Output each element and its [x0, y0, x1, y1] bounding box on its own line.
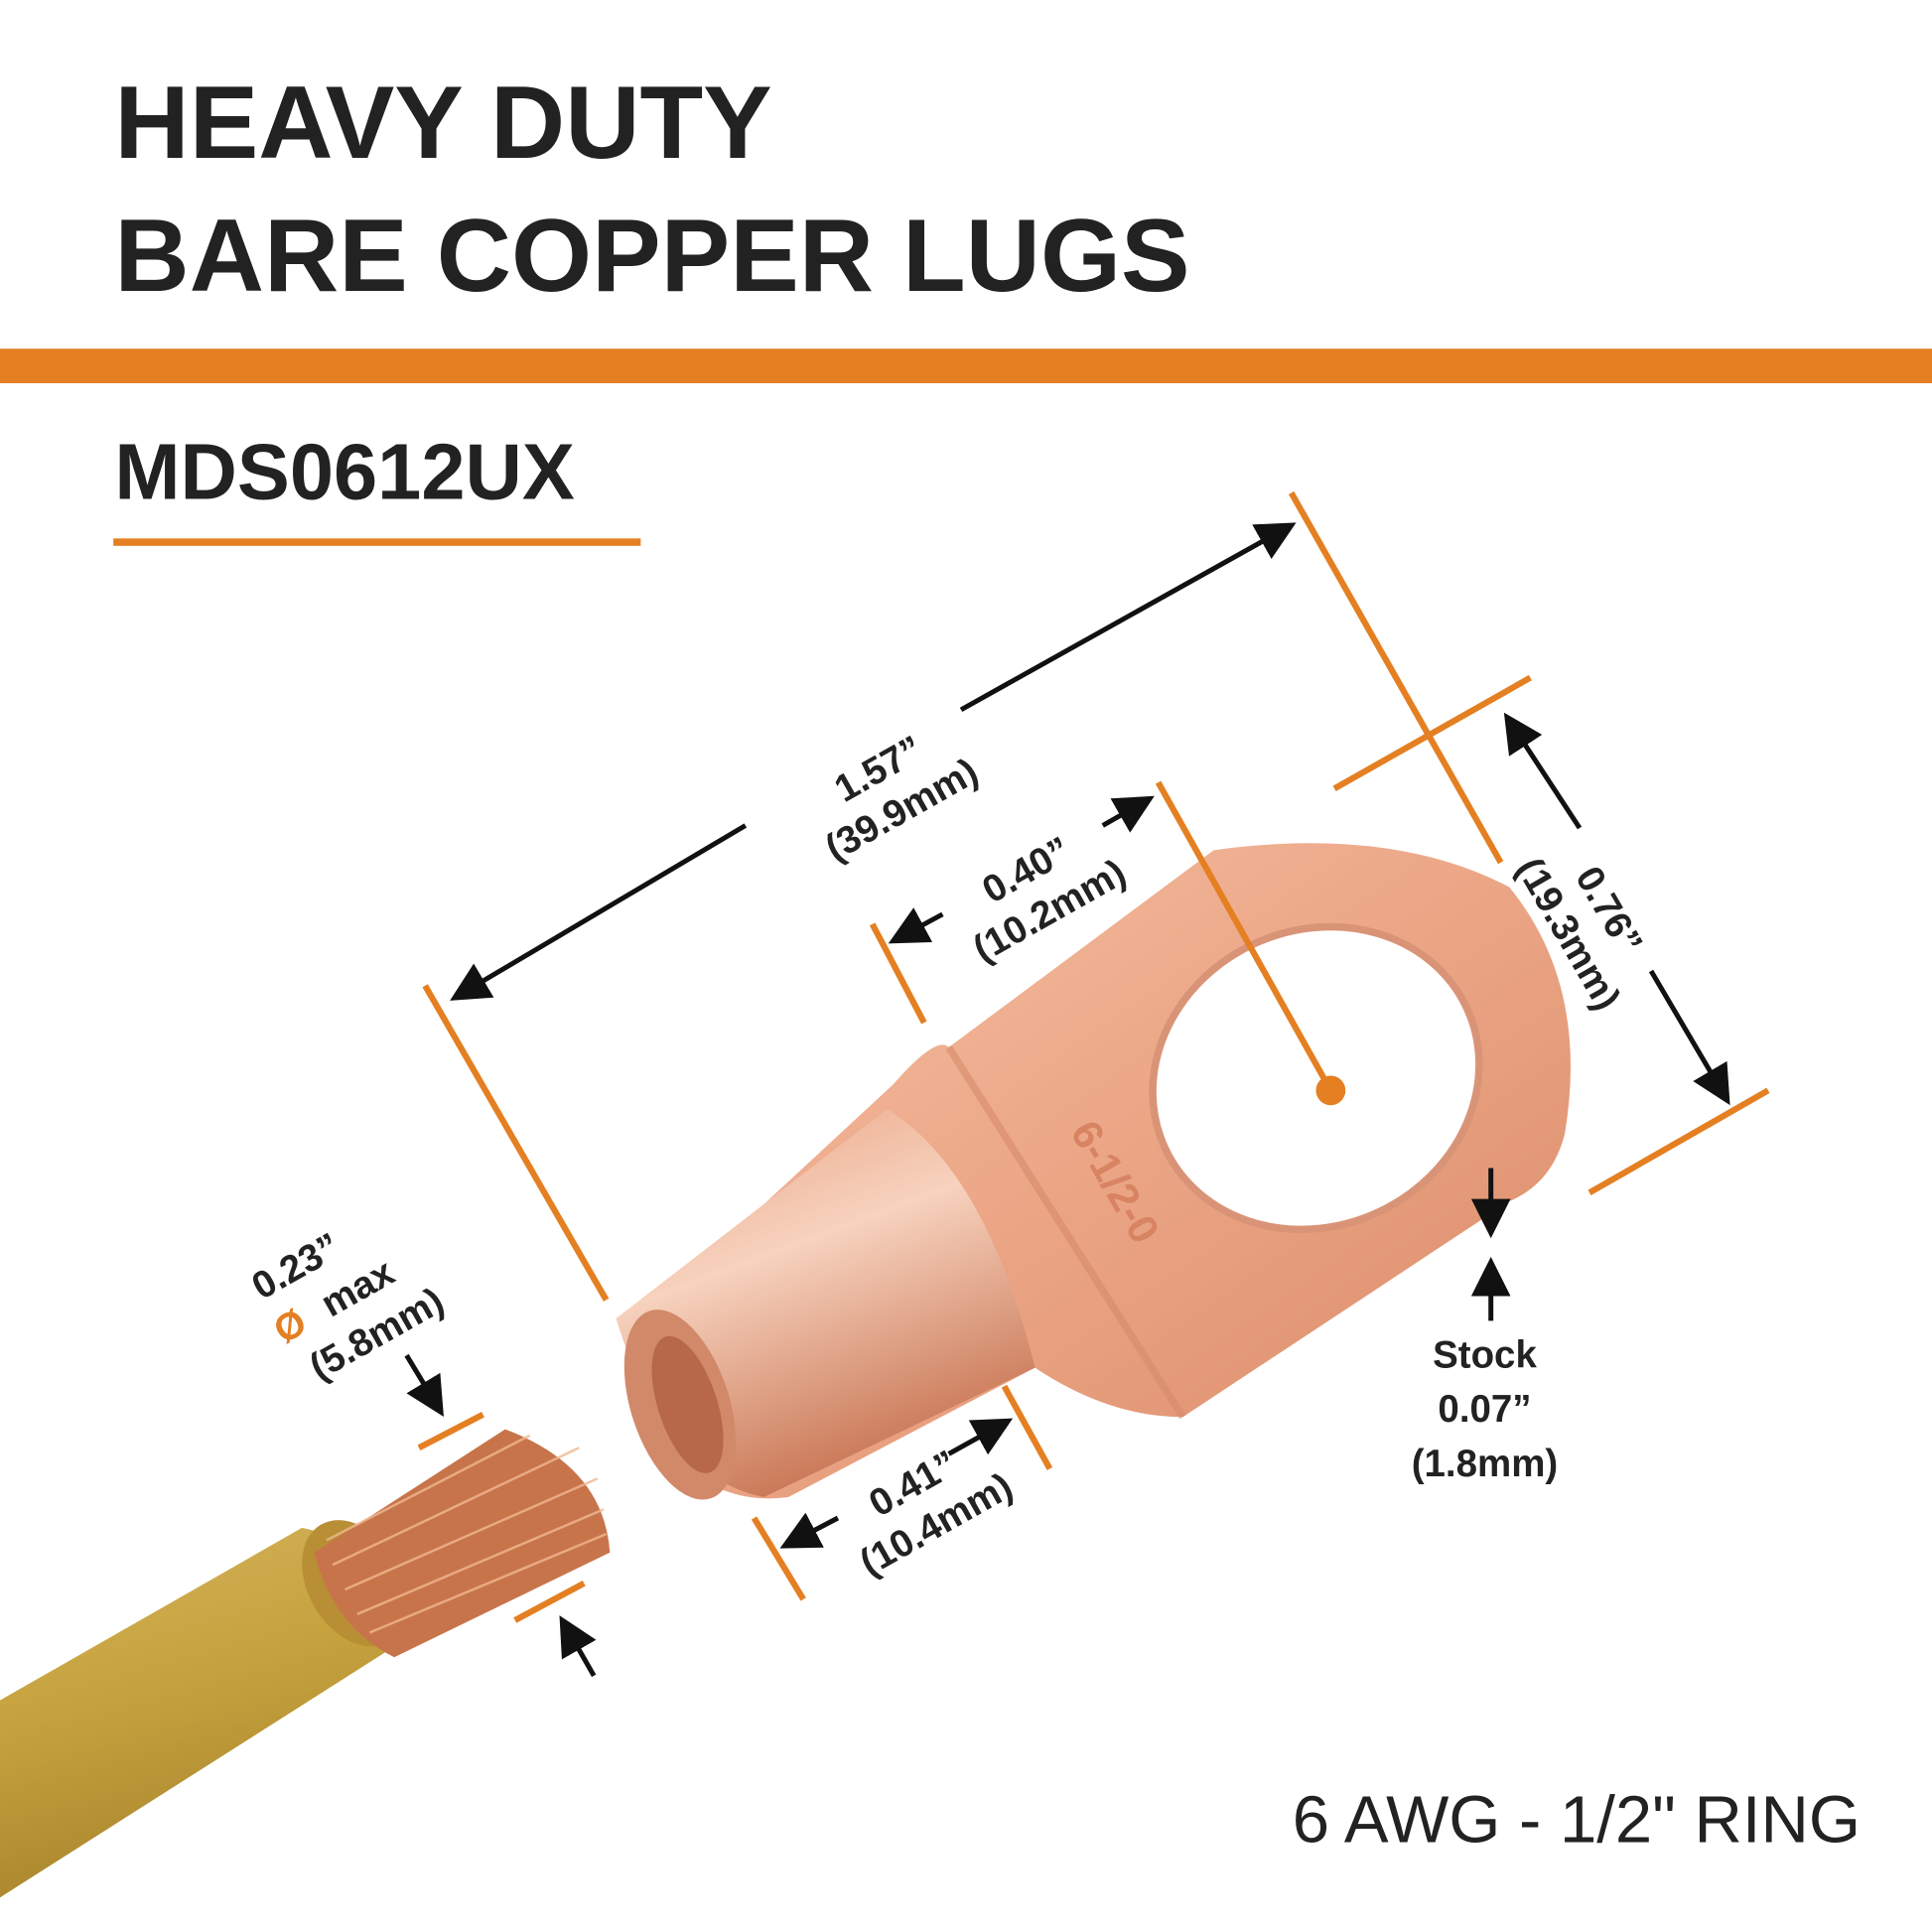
length-arrow-left: [450, 823, 748, 1001]
width-arrow-top: [1503, 712, 1583, 830]
center-dot: [1315, 1075, 1346, 1106]
barrel-arrow-right: [947, 1418, 1014, 1456]
model-number: MDS0612UX: [114, 428, 574, 516]
barrel-extension-left: [751, 1516, 806, 1601]
length-arrow-right: [959, 522, 1297, 713]
wire-extension-bottom: [513, 1581, 586, 1623]
tongue-arrow-left: [888, 907, 944, 944]
wire-illustration: [0, 1429, 611, 1898]
barrel-extension-right: [1001, 1384, 1053, 1470]
width-extension-top: [1332, 674, 1532, 791]
diameter-symbol: Ø: [267, 1301, 314, 1352]
spec-label: 6 AWG - 1/2" RING: [1293, 1782, 1861, 1857]
copper-lug-illustration: 6-1/2-0: [616, 843, 1572, 1500]
wire-arrow-bottom: [559, 1615, 597, 1678]
accent-bar: [0, 348, 1932, 383]
center-line: [1155, 780, 1334, 1092]
stock-inches: 0.07”: [1438, 1388, 1531, 1431]
wire-arrow-top: [404, 1353, 444, 1418]
title-line-1: HEAVY DUTY: [114, 66, 771, 181]
barrel-arrow-left: [779, 1512, 840, 1549]
stock-mm: (1.8mm): [1412, 1443, 1559, 1485]
stock-label: Stock: [1433, 1334, 1537, 1377]
wire-extension-top: [417, 1411, 484, 1451]
length-extension-left: [422, 984, 610, 1302]
tongue-arrow-right: [1101, 795, 1155, 833]
width-extension-bottom: [1587, 1087, 1770, 1196]
tongue-extension-left: [869, 922, 927, 1025]
title-line-2: BARE COPPER LUGS: [114, 199, 1189, 314]
length-extension-right: [1288, 490, 1504, 865]
width-arrow-bottom: [1648, 969, 1730, 1106]
model-underline: [113, 538, 641, 546]
